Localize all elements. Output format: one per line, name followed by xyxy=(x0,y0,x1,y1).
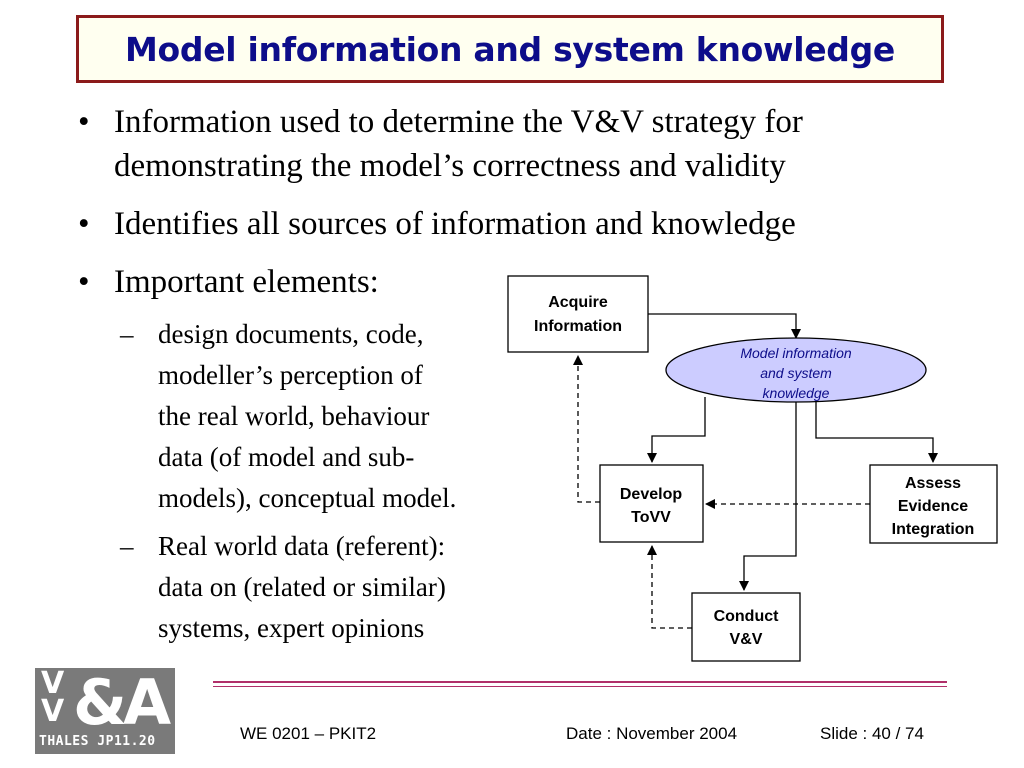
logo-sub-text: THALES JP11.20 xyxy=(39,734,156,749)
bullet-marker: • xyxy=(78,104,90,140)
sub-bullet-text: data (of model and sub- xyxy=(158,442,415,472)
node-label: V&V xyxy=(730,631,763,648)
footer-date: Date : November 2004 xyxy=(566,724,738,743)
bullet-item: • Information used to determine the V&V … xyxy=(78,100,974,188)
sub-bullet-text: Real world data (referent): xyxy=(158,531,446,561)
sub-bullet-text: models), conceptual model. xyxy=(158,483,457,513)
arrow-oval-to-develop xyxy=(647,397,706,463)
node-label: Assess xyxy=(905,475,961,492)
bullet-text: demonstrating the model’s correctness an… xyxy=(114,148,786,184)
bullet-item: • Identifies all sources of information … xyxy=(78,202,974,246)
sub-bullet-marker: – xyxy=(120,531,134,561)
slide-title-box: Model information and system knowledge xyxy=(76,15,944,83)
sub-bullet-text: design documents, code, xyxy=(158,319,424,349)
bullet-marker: • xyxy=(78,264,90,300)
arrow-conduct-to-develop xyxy=(647,545,692,629)
logo-amp-a-text: &A xyxy=(73,668,171,739)
sub-bullet-item: – Real world data (referent): data on (r… xyxy=(120,526,578,649)
arrow-acquire-to-oval xyxy=(648,313,801,339)
sub-bullet-item: – design documents, code, modeller’s per… xyxy=(120,314,558,519)
node-assess-evidence-integration: Assess Evidence Integration xyxy=(869,464,998,544)
node-label: Evidence xyxy=(898,498,968,515)
node-label: Conduct xyxy=(714,608,780,625)
node-develop-tovv: Develop ToVV xyxy=(599,464,704,543)
bullet-text: Important elements: xyxy=(114,264,379,300)
node-label: Develop xyxy=(620,486,682,503)
oval-label: Model information xyxy=(740,345,851,361)
bullet-text: Identifies all sources of information an… xyxy=(114,206,796,242)
sub-bullet-text: systems, expert opinions xyxy=(158,613,425,643)
bullet-item: • Important elements: xyxy=(78,260,974,304)
node-label: Integration xyxy=(892,521,975,538)
sub-bullet-marker: – xyxy=(120,319,134,349)
arrow-oval-to-conduct xyxy=(739,400,797,591)
node-conduct-vv: Conduct V&V xyxy=(691,592,801,662)
slide-title: Model information and system knowledge xyxy=(124,29,896,69)
footer-course: WE 0201 – PKIT2 xyxy=(240,724,377,743)
footer-slide-number: Slide : 40 / 74 xyxy=(820,724,924,743)
bullet-text: Information used to determine the V&V st… xyxy=(114,104,803,140)
oval-label: and system xyxy=(760,365,832,381)
oval-label: knowledge xyxy=(763,385,830,401)
arrow-oval-to-assess xyxy=(815,398,938,463)
footer-rule xyxy=(213,686,947,687)
bullet-marker: • xyxy=(78,206,90,242)
node-model-information-oval: Model information and system knowledge xyxy=(665,337,927,403)
sub-bullet-text: data on (related or similar) xyxy=(158,572,446,602)
arrow-develop-to-acquire xyxy=(573,355,600,503)
footer-rule xyxy=(213,681,947,683)
sub-bullet-text: modeller’s perception of xyxy=(158,360,423,390)
sub-bullet-text: the real world, behaviour xyxy=(158,401,430,431)
node-label: ToVV xyxy=(631,509,671,526)
